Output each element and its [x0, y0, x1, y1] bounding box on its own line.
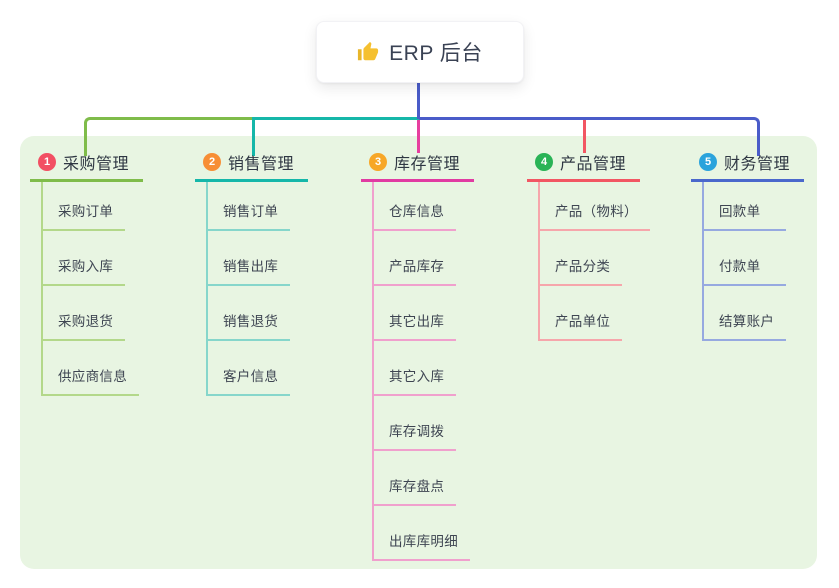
child-label: 销售订单	[208, 200, 291, 231]
child-label: 仓库信息	[374, 200, 457, 231]
child-label: 其它入库	[374, 365, 457, 396]
child-node[interactable]: 客户信息	[208, 341, 291, 396]
child-node[interactable]: 其它出库	[374, 286, 457, 341]
child-node[interactable]: 销售退货	[208, 286, 291, 341]
child-node[interactable]: 产品单位	[540, 286, 623, 341]
root-connector-line	[417, 80, 420, 119]
branch-number-badge: 5	[699, 153, 717, 171]
child-node[interactable]: 采购退货	[43, 286, 126, 341]
root-title: ERP 后台	[389, 42, 483, 65]
branch-number-badge: 3	[369, 153, 387, 171]
child-label: 产品（物料）	[540, 200, 650, 231]
branch-finance: 5 财务管理 回款单 付款单 结算账户	[691, 150, 805, 341]
child-label: 产品分类	[540, 255, 623, 286]
branch1-connector-elbow	[84, 117, 255, 156]
branch-header[interactable]: 2 销售管理	[195, 150, 309, 182]
child-label: 采购退货	[43, 310, 126, 341]
branch3-connector-drop	[417, 120, 420, 153]
branch-children: 产品（物料） 产品分类 产品单位	[538, 182, 650, 341]
branch-inventory: 3 库存管理 仓库信息 产品库存 其它出库 其它入库 库存调拨 库存盘点 出库库…	[361, 150, 475, 561]
child-node[interactable]: 库存盘点	[374, 451, 457, 506]
branch-header[interactable]: 5 财务管理	[691, 150, 805, 182]
branch-header[interactable]: 3 库存管理	[361, 150, 475, 182]
child-node[interactable]: 产品库存	[374, 231, 457, 286]
branch4-connector-drop	[583, 120, 586, 153]
branch-title: 销售管理	[228, 156, 295, 173]
child-label: 销售退货	[208, 310, 291, 341]
child-label: 结算账户	[704, 310, 787, 341]
child-node[interactable]: 回款单	[704, 182, 786, 231]
child-label: 库存盘点	[374, 475, 457, 506]
child-label: 产品单位	[540, 310, 623, 341]
branch-children: 采购订单 采购入库 采购退货 供应商信息	[41, 182, 139, 396]
child-label: 采购订单	[43, 200, 126, 231]
branch-children: 回款单 付款单 结算账户	[702, 182, 787, 341]
child-node[interactable]: 其它入库	[374, 341, 457, 396]
branch-title: 财务管理	[724, 156, 791, 173]
branch-number-badge: 4	[535, 153, 553, 171]
child-node[interactable]: 产品（物料）	[540, 182, 650, 231]
branch-title: 库存管理	[394, 156, 461, 173]
child-label: 产品库存	[374, 255, 457, 286]
branch-children: 仓库信息 产品库存 其它出库 其它入库 库存调拨 库存盘点 出库库明细	[372, 182, 470, 561]
branch-children: 销售订单 销售出库 销售退货 客户信息	[206, 182, 291, 396]
branch-title: 采购管理	[63, 156, 130, 173]
child-label: 库存调拨	[374, 420, 457, 451]
branch-product: 4 产品管理 产品（物料） 产品分类 产品单位	[527, 150, 650, 341]
child-node[interactable]: 仓库信息	[374, 182, 457, 231]
branch-header[interactable]: 4 产品管理	[527, 150, 641, 182]
child-node[interactable]: 付款单	[704, 231, 786, 286]
child-node[interactable]: 采购入库	[43, 231, 126, 286]
child-node[interactable]: 库存调拨	[374, 396, 457, 451]
child-node[interactable]: 采购订单	[43, 182, 126, 231]
branch2-connector-elbow	[252, 117, 422, 156]
child-label: 其它出库	[374, 310, 457, 341]
branch-number-badge: 2	[203, 153, 221, 171]
branch-header[interactable]: 1 采购管理	[30, 150, 144, 182]
branch5-connector-elbow	[419, 117, 760, 156]
child-label: 供应商信息	[43, 365, 139, 396]
child-node[interactable]: 销售订单	[208, 182, 291, 231]
child-label: 销售出库	[208, 255, 291, 286]
child-node[interactable]: 产品分类	[540, 231, 623, 286]
background-panel	[20, 136, 817, 569]
root-node[interactable]: ERP 后台	[316, 21, 524, 83]
child-label: 回款单	[704, 200, 786, 231]
child-label: 客户信息	[208, 365, 291, 396]
branch-title: 产品管理	[560, 156, 627, 173]
child-node[interactable]: 销售出库	[208, 231, 291, 286]
child-node[interactable]: 结算账户	[704, 286, 787, 341]
child-node[interactable]: 出库库明细	[374, 506, 470, 561]
branch-purchase: 1 采购管理 采购订单 采购入库 采购退货 供应商信息	[30, 150, 144, 396]
child-label: 付款单	[704, 255, 786, 286]
thumbs-up-icon	[357, 41, 379, 63]
child-node[interactable]: 供应商信息	[43, 341, 139, 396]
branch-number-badge: 1	[38, 153, 56, 171]
branch-sales: 2 销售管理 销售订单 销售出库 销售退货 客户信息	[195, 150, 309, 396]
child-label: 采购入库	[43, 255, 126, 286]
child-label: 出库库明细	[374, 530, 470, 561]
